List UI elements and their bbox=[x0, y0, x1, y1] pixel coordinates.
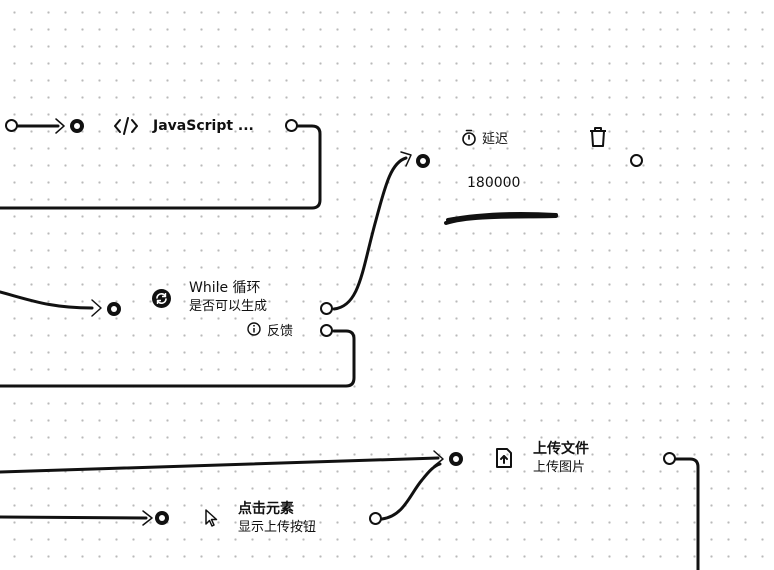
delay-value[interactable]: 180000 bbox=[467, 175, 521, 191]
edge-arrow bbox=[142, 510, 153, 526]
edge-arrow bbox=[400, 151, 412, 167]
while-input-port[interactable] bbox=[107, 302, 121, 316]
edge-into-click bbox=[0, 515, 148, 520]
while-node-title[interactable]: While 循环 bbox=[189, 280, 261, 296]
edge-into-while bbox=[0, 290, 94, 310]
upload-output-port[interactable] bbox=[663, 452, 676, 465]
delay-input-port[interactable] bbox=[416, 154, 430, 168]
edge-into-upload bbox=[0, 456, 440, 474]
edge-while-to-delay bbox=[332, 156, 408, 311]
scribble-mark bbox=[444, 212, 558, 225]
javascript-node-title[interactable]: JavaScript ... bbox=[153, 118, 254, 134]
while-node-subtitle: 是否可以生成 bbox=[189, 299, 268, 314]
timer-icon bbox=[460, 128, 478, 146]
trash-icon[interactable] bbox=[587, 126, 609, 148]
javascript-input-port[interactable] bbox=[70, 119, 84, 133]
delay-node-label: 延迟 bbox=[482, 132, 509, 147]
feedback-output-port[interactable] bbox=[320, 324, 333, 337]
upload-node-title[interactable]: 上传文件 bbox=[533, 441, 589, 457]
info-icon bbox=[246, 321, 262, 337]
cursor-icon bbox=[203, 508, 219, 528]
feedback-label: 反馈 bbox=[267, 324, 294, 339]
click-output-port[interactable] bbox=[369, 512, 382, 525]
delay-output-port[interactable] bbox=[630, 154, 643, 167]
click-node-title[interactable]: 点击元素 bbox=[238, 501, 294, 517]
loop-icon bbox=[150, 287, 172, 309]
edge-click-to-upload bbox=[380, 462, 442, 521]
upload-node-subtitle: 上传图片 bbox=[533, 460, 586, 475]
edge-feedback-out bbox=[0, 329, 356, 388]
while-output-port[interactable] bbox=[320, 302, 333, 315]
upload-file-icon bbox=[493, 446, 515, 470]
edge-arrow bbox=[91, 299, 102, 317]
javascript-output-port[interactable] bbox=[285, 119, 298, 132]
code-icon bbox=[112, 114, 140, 138]
edge-arrow bbox=[55, 118, 65, 134]
port-out[interactable] bbox=[5, 119, 18, 132]
edge-javascript-out bbox=[0, 124, 322, 210]
click-node-subtitle: 显示上传按钮 bbox=[238, 520, 317, 535]
edge-upload-out bbox=[674, 457, 700, 570]
upload-input-port[interactable] bbox=[449, 452, 463, 466]
click-input-port[interactable] bbox=[155, 511, 169, 525]
